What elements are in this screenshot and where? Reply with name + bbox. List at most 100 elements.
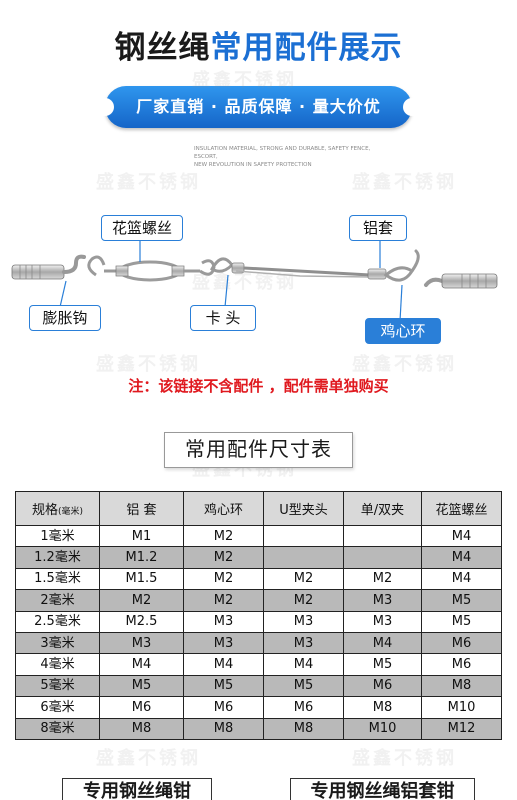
callout-clip: 卡 头 <box>190 305 256 331</box>
table-cell: 3毫米 <box>15 631 100 655</box>
title-blue-part: 常用配件展示 <box>210 30 403 66</box>
watermark: 盛鑫不锈钢 <box>352 748 457 769</box>
table-cell: 5毫米 <box>15 674 100 698</box>
table-cell: M3 <box>343 589 422 612</box>
table-cell: M4 <box>99 653 184 676</box>
table-cell: M3 <box>343 610 422 633</box>
table-cell: M6 <box>183 696 264 719</box>
wire-rope-assembly-illustration <box>11 235 498 322</box>
table-cell: M2 <box>263 567 344 591</box>
table-cell: M4 <box>343 631 422 655</box>
table-cell: M3 <box>263 610 344 633</box>
table-cell: M2 <box>99 589 184 612</box>
watermark: 盛鑫不锈钢 <box>192 70 297 91</box>
bottom-tab-wire-rope-cutter: 专用钢丝绳钳 <box>62 778 212 800</box>
table-cell: M5 <box>421 610 502 633</box>
table-cell: M4 <box>421 567 502 591</box>
table-cell: 1.2毫米 <box>15 546 100 569</box>
table-cell: 4毫米 <box>15 653 100 676</box>
table-cell: M5 <box>343 653 422 676</box>
table-cell: M2 <box>183 589 264 612</box>
table-cell: 1.5毫米 <box>15 567 100 591</box>
slogan-ribbon: 厂家直销 · 品质保障 · 量大价优 <box>96 86 421 128</box>
table-cell: M4 <box>421 546 502 569</box>
turnbuckle-left-hook <box>87 255 106 277</box>
table-cell: M1.2 <box>99 546 184 569</box>
thimble-right <box>383 249 420 282</box>
tagline-line-2: NEW REVOLUTION IN SAFETY PROTECTION <box>194 162 312 168</box>
table-title: 常用配件尺寸表 <box>164 432 353 468</box>
table-cell: M2.5 <box>99 610 184 633</box>
callout-ferrule: 铝套 <box>349 215 407 241</box>
table-cell: M5 <box>99 674 184 698</box>
tagline: INSULATION MATERIAL, STRONG AND DURABLE,… <box>194 145 394 169</box>
table-cell: M5 <box>263 674 344 698</box>
watermark: 盛鑫不锈钢 <box>352 354 457 375</box>
tagline-line-1: INSULATION MATERIAL, STRONG AND DURABLE,… <box>194 146 371 160</box>
table-cell: M6 <box>421 631 502 655</box>
table-cell: M5 <box>183 674 264 698</box>
ferrule-right <box>367 268 387 280</box>
table-cell: M3 <box>263 631 344 655</box>
header-ferrule: 铝 套 <box>99 491 184 526</box>
table-cell: M8 <box>183 717 264 740</box>
header-turnbuckle: 花篮螺丝 <box>421 491 502 526</box>
table-cell <box>343 546 422 569</box>
table-cell: M8 <box>343 696 422 719</box>
purchase-note: 注：该链接不含配件 ，配件需单独购买 <box>128 377 389 395</box>
expansion-hook-right <box>424 273 498 289</box>
table-cell: M6 <box>99 696 184 719</box>
table-cell: M1.5 <box>99 567 184 591</box>
table-cell: M8 <box>263 717 344 740</box>
table-cell: M6 <box>343 674 422 698</box>
watermark: 盛鑫不锈钢 <box>352 172 457 193</box>
table-header-row: 规格(毫米) 铝 套 鸡心环 U型夹头 单/双夹 花篮螺丝 <box>15 491 502 526</box>
table-cell: M2 <box>183 546 264 569</box>
watermark: 盛鑫不锈钢 <box>96 748 201 769</box>
table-cell: M4 <box>421 524 502 548</box>
ribbon-right-dot <box>403 98 421 116</box>
title-dark-part: 钢丝绳 <box>114 30 211 66</box>
header-thimble: 鸡心环 <box>183 491 264 526</box>
table-cell: M5 <box>421 589 502 612</box>
turnbuckle <box>104 259 216 282</box>
table-cell: M2 <box>343 567 422 591</box>
ribbon-text: 厂家直销 · 品质保障 · 量大价优 <box>136 97 381 116</box>
table-cell: M2 <box>183 567 264 591</box>
table-cell: M6 <box>421 653 502 676</box>
expansion-hook-left <box>11 254 86 280</box>
callout-expansion-hook: 膨胀钩 <box>29 305 101 331</box>
bottom-tab-ferrule-crimper: 专用钢丝绳铝套钳 <box>290 778 475 800</box>
header-u-clip: U型夹头 <box>263 491 344 526</box>
table-cell: M2 <box>183 524 264 548</box>
header-single-double-clip: 单/双夹 <box>343 491 422 526</box>
ribbon-left-dot <box>96 98 114 116</box>
table-cell: M3 <box>183 610 264 633</box>
table-cell: M4 <box>183 653 264 676</box>
callout-thimble: 鸡心环 <box>365 318 441 344</box>
table-cell: 2.5毫米 <box>15 610 100 633</box>
table-cell: M3 <box>183 631 264 655</box>
table-cell: M6 <box>263 696 344 719</box>
thimble-left <box>209 257 245 274</box>
watermark: 盛鑫不锈钢 <box>96 354 201 375</box>
table-cell: 1毫米 <box>15 524 100 548</box>
table-cell <box>343 524 422 548</box>
header-spec-label: 规格 <box>31 503 58 518</box>
table-cell <box>263 546 344 569</box>
table-cell <box>263 524 344 548</box>
table-cell: M4 <box>263 653 344 676</box>
wire-rope <box>235 266 371 278</box>
table-cell: M10 <box>421 696 502 719</box>
watermark: 盛鑫不锈钢 <box>192 272 297 293</box>
header-spec-unit: (毫米) <box>57 507 84 517</box>
